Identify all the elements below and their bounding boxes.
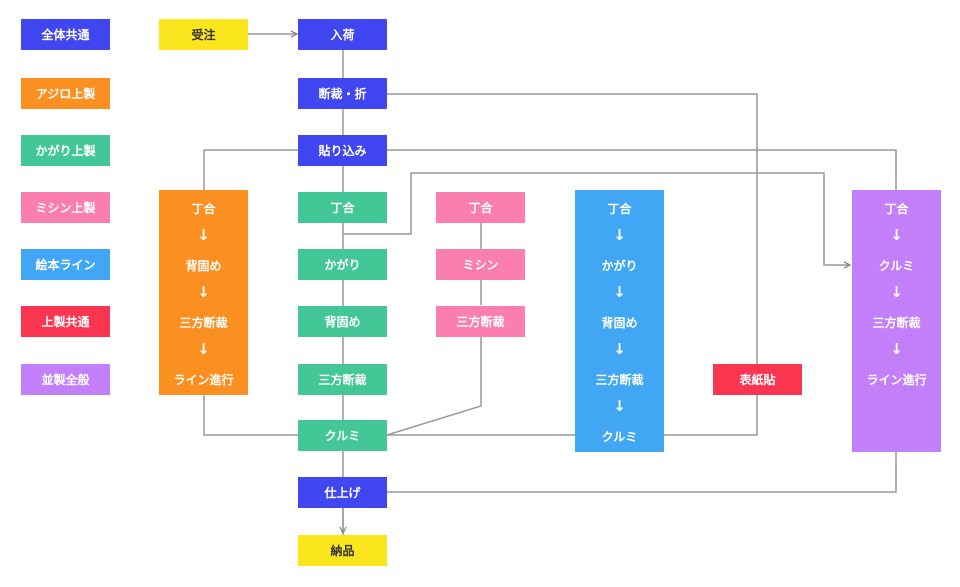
arrow-down-icon: ↓ (613, 283, 626, 301)
orange-step-2: 背固め (185, 259, 222, 273)
sky-step-3: 背固め (601, 316, 638, 330)
connector-paste-purple (387, 149, 897, 190)
node-kurumi: クルミ (298, 420, 387, 451)
arrow-down-icon: ↓ (890, 340, 903, 358)
arrow-down-icon: ↓ (197, 226, 210, 244)
node-green-sanpo: 三方断裁 (298, 364, 387, 395)
orange-step-4: ライン進行 (173, 373, 234, 387)
legend-heisei-zenpan: 並製全般 (21, 364, 110, 395)
connector-orange-kurumi (203, 395, 298, 436)
node-green-chogo: 丁合 (298, 192, 387, 223)
sky-step-4: 三方断裁 (595, 373, 644, 387)
node-order: 受注 (159, 19, 248, 50)
purple-step-4: ライン進行 (866, 373, 927, 387)
legend-ajiro-josei: アジロ上製 (21, 78, 110, 109)
arrow-down-icon: ↓ (890, 283, 903, 301)
arrow-down-icon: ↓ (613, 340, 626, 358)
node-cover: 表紙貼 (713, 364, 802, 395)
legend-ehon-line: 絵本ライン (21, 249, 110, 280)
connector-paste-orange (203, 149, 298, 190)
node-pink-mishin: ミシン (436, 249, 525, 280)
connector-cross-purple (343, 172, 850, 265)
arrow-down-icon: ↓ (613, 397, 626, 415)
connector-purple-finish (387, 452, 897, 493)
node-cut-fold: 断裁・折 (298, 78, 387, 109)
purple-step-2: クルミ (878, 259, 915, 273)
legend-mishin-josei: ミシン上製 (21, 192, 110, 223)
arrow-down-icon: ↓ (613, 226, 626, 244)
purple-step-3: 三方断裁 (872, 316, 921, 330)
node-green-segatame: 背固め (298, 306, 387, 337)
orange-column: 丁合 ↓ 背固め ↓ 三方断裁 ↓ ライン進行 (159, 190, 248, 395)
legend-kagari-josei: かがり上製 (21, 135, 110, 166)
arrow-down-icon: ↓ (197, 283, 210, 301)
sky-step-5: クルミ (601, 430, 638, 444)
legend-zentai-kyotsu: 全体共通 (21, 19, 110, 50)
node-finish: 仕上げ (298, 477, 387, 508)
orange-step-3: 三方断裁 (179, 316, 228, 330)
node-pink-sanpo: 三方断裁 (436, 306, 525, 337)
node-paste: 貼り込み (298, 135, 387, 166)
node-pink-chogo: 丁合 (436, 192, 525, 223)
connector-pink-kurumi (386, 336, 482, 436)
connector-cut-cover (387, 93, 758, 436)
sky-step-1: 丁合 (607, 202, 632, 216)
node-delivery: 納品 (298, 535, 387, 566)
sky-step-2: かがり (601, 259, 638, 273)
purple-step-1: 丁合 (884, 202, 909, 216)
sky-column: 丁合 ↓ かがり ↓ 背固め ↓ 三方断裁 ↓ クルミ (575, 190, 664, 452)
node-green-kagari: かがり (298, 249, 387, 280)
legend-josei-kyotsu: 上製共通 (21, 306, 110, 337)
arrow-down-icon: ↓ (890, 226, 903, 244)
node-arrival: 入荷 (298, 19, 387, 50)
arrow-down-icon: ↓ (197, 340, 210, 358)
purple-column: 丁合 ↓ クルミ ↓ 三方断裁 ↓ ライン進行 (852, 190, 941, 452)
orange-step-1: 丁合 (191, 202, 216, 216)
